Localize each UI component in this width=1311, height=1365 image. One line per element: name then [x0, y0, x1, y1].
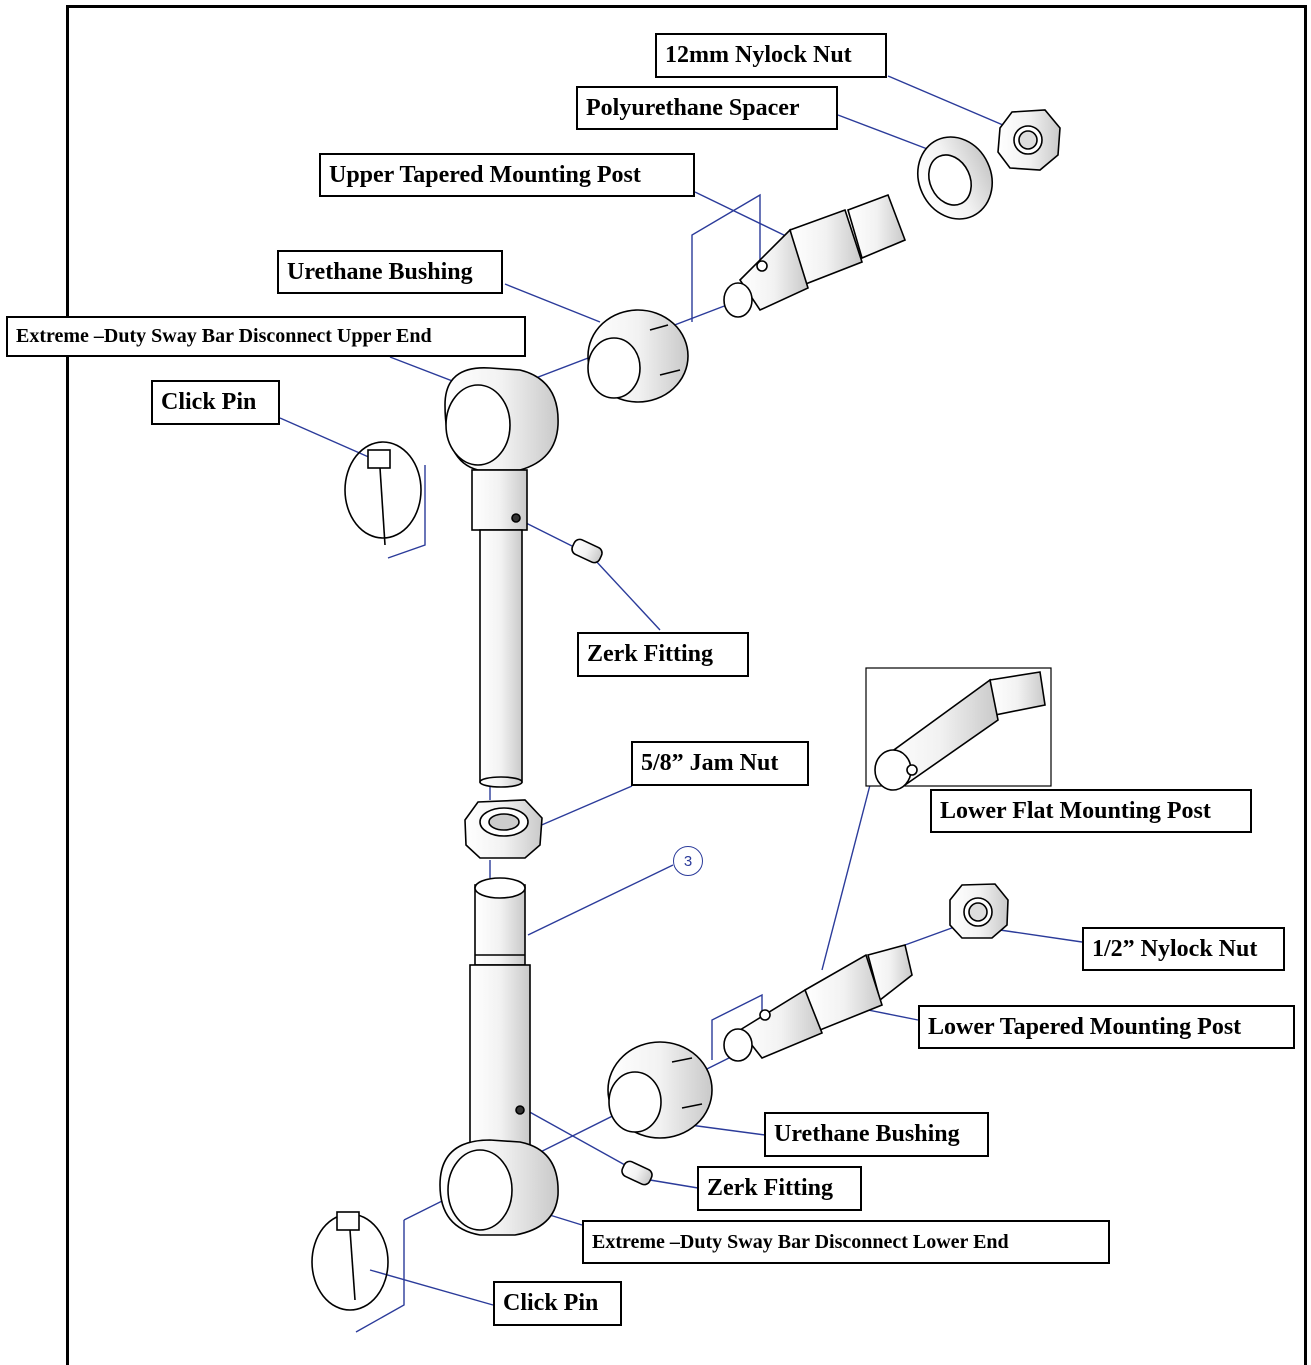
nylock-nut-12mm — [997, 109, 1061, 171]
upper-end-eye — [444, 367, 559, 531]
label-urethane-bushing-upper: Urethane Bushing — [277, 250, 503, 294]
label-upper-end: Extreme –Duty Sway Bar Disconnect Upper … — [6, 316, 526, 357]
urethane-bushing-upper — [587, 309, 689, 403]
nylock-nut-half — [949, 883, 1009, 939]
parts — [311, 109, 1061, 1311]
label-lower-tapered-post: Lower Tapered Mounting Post — [918, 1005, 1295, 1049]
label-jam-nut: 5/8” Jam Nut — [631, 741, 809, 786]
label-lower-flat-post: Lower Flat Mounting Post — [930, 789, 1252, 833]
label-click-pin-lower: Click Pin — [493, 1281, 622, 1326]
label-click-pin-upper: Click Pin — [151, 380, 280, 425]
zerk-fitting-upper — [571, 538, 603, 564]
label-upper-tapered-post: Upper Tapered Mounting Post — [319, 153, 695, 197]
upper-tapered-post — [723, 193, 907, 318]
label-nylock-nut-12mm: 12mm Nylock Nut — [655, 33, 887, 78]
lower-flat-post-inset — [865, 667, 1052, 791]
click-pin-upper — [344, 441, 422, 546]
label-lower-end: Extreme –Duty Sway Bar Disconnect Lower … — [582, 1220, 1110, 1264]
lower-shaft — [469, 877, 531, 1146]
urethane-bushing-lower — [607, 1041, 713, 1139]
upper-shaft — [479, 529, 523, 783]
label-polyurethane-spacer: Polyurethane Spacer — [576, 86, 838, 130]
label-nylock-nut-half: 1/2” Nylock Nut — [1082, 927, 1285, 971]
part-number-callout: 3 — [673, 846, 703, 876]
jam-nut-5-8 — [464, 799, 543, 859]
drawing-frame — [66, 5, 1307, 1365]
zerk-fitting-lower — [621, 1160, 653, 1186]
lower-end-eye — [439, 1139, 559, 1236]
label-urethane-bushing-lower: Urethane Bushing — [764, 1112, 989, 1157]
label-zerk-fitting-lower: Zerk Fitting — [697, 1166, 862, 1211]
lower-tapered-post — [723, 944, 913, 1062]
polyurethane-spacer — [917, 136, 993, 220]
click-pin-lower — [311, 1211, 389, 1311]
label-zerk-fitting-upper: Zerk Fitting — [577, 632, 749, 677]
